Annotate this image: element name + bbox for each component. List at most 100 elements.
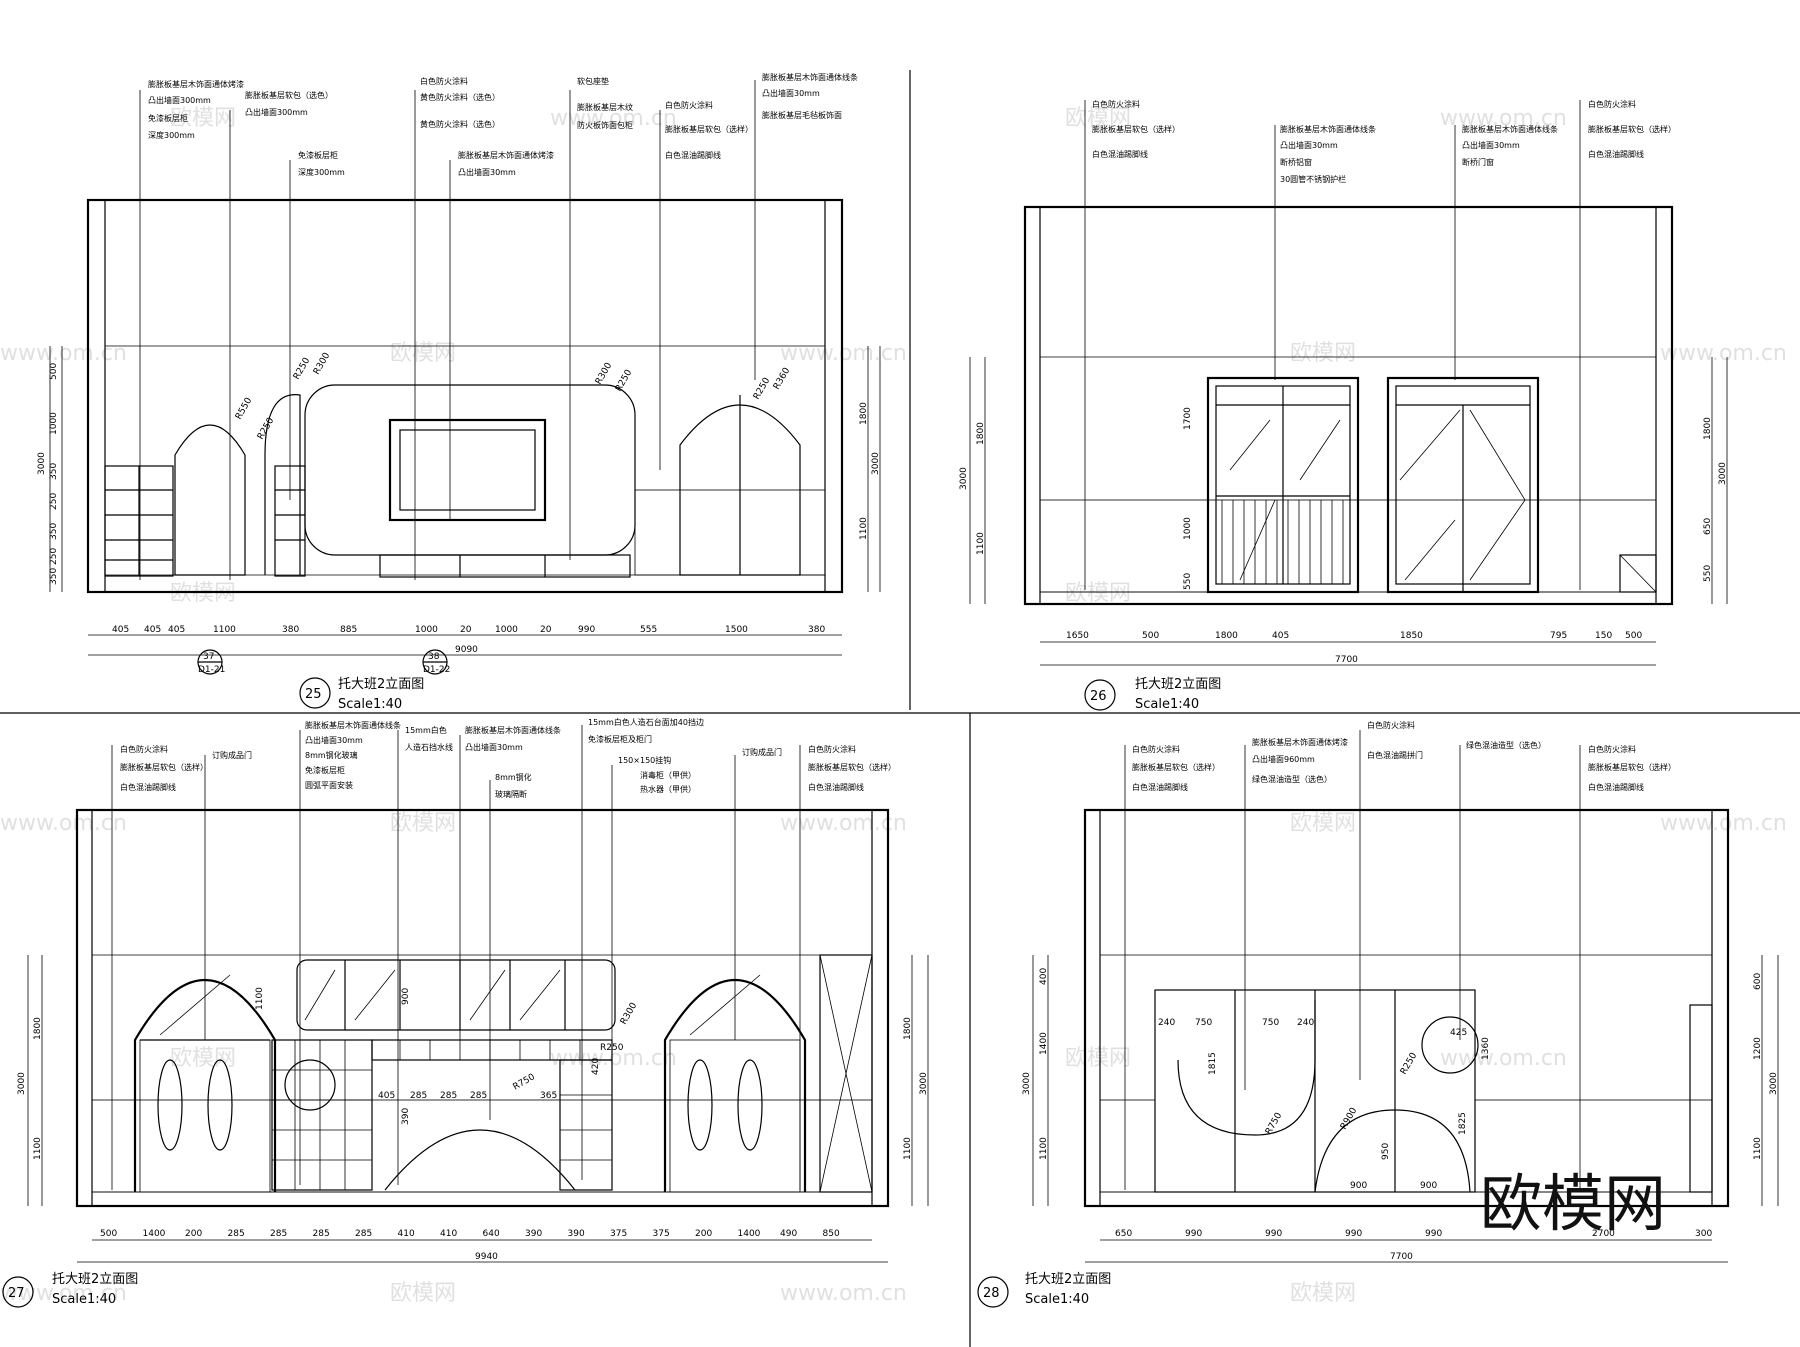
dimension-text: 405: [1272, 631, 1289, 641]
note: 白色防火涂料: [808, 744, 856, 754]
dimension-total: 9940: [475, 1252, 498, 1262]
dimension-text: 1000: [49, 412, 59, 435]
note: 膨胀板基层木饰面通体线条: [762, 72, 858, 82]
drawing-scale: Scale1:40: [1135, 697, 1199, 712]
note: 膨胀板基层软包（选样）: [1588, 124, 1676, 134]
callout-number: 37: [203, 652, 214, 662]
watermark-text: 欧模网: [1065, 106, 1131, 131]
double-door: [1386, 376, 1540, 594]
dimension-text: 3000: [959, 467, 969, 490]
drawing-number-circle: [977, 1276, 1009, 1308]
watermark-text: 欧模网: [390, 1281, 456, 1306]
dimension-text: 990: [1265, 1229, 1282, 1239]
dimension-text: 990: [1185, 1229, 1202, 1239]
note: 免漆板层柜: [148, 113, 188, 123]
watermark-text: 欧模网: [1065, 1046, 1131, 1071]
dimension-text: 3000: [919, 1072, 929, 1095]
note: 凸出墙面30mm: [458, 167, 516, 177]
watermark-url: www.om.cn: [780, 341, 907, 366]
dimension-text: 3000: [1022, 1072, 1032, 1095]
dimension-text: 250: [49, 493, 59, 510]
note: 绿色混油造型（选色）: [1466, 740, 1546, 750]
radius-label: R300: [619, 1001, 640, 1027]
note: 订购成品门: [212, 750, 252, 760]
note: 白色混油踢脚线: [1588, 782, 1644, 792]
dimension-text: 285: [228, 1229, 245, 1239]
dimension-text: 550: [1703, 565, 1713, 582]
watermark-text: 欧模网: [390, 341, 456, 366]
note: 免漆板层柜: [298, 150, 338, 160]
dimension-text: 1800: [903, 1017, 913, 1040]
watermark-url: www.om.cn: [1440, 106, 1567, 131]
dimension-text: 1800: [976, 422, 986, 445]
watermark-url: www.om.cn: [0, 1281, 127, 1306]
note: 免漆板层柜及柜门: [588, 734, 652, 744]
note: 白色混油踢脚线: [1588, 149, 1644, 159]
tv-screen: [399, 429, 536, 511]
note: 白色混油踢脚线: [808, 782, 864, 792]
radius-label: R750: [1264, 1111, 1285, 1137]
dimension-text: 420: [591, 1058, 601, 1075]
dimension-inner: 1100 900 390 420 405 285 285 285 365: [255, 987, 601, 1125]
drawing-scale: Scale1:40: [52, 1292, 116, 1307]
note: 消毒柜（甲供）: [640, 770, 696, 780]
dimension-text: 380: [282, 625, 299, 635]
watermark-url: www.om.cn: [1440, 1046, 1567, 1071]
leader-lines: [1084, 100, 1581, 590]
dimension-right: 1800 1100 3000: [903, 955, 929, 1206]
note: 凸出墙面30mm: [465, 742, 523, 752]
wall-outline: [1023, 205, 1674, 606]
drawing-title: 托大班2立面图: [1025, 1272, 1111, 1287]
note: 膨胀板基层软包（选样）: [1132, 762, 1220, 772]
dimension-text: 375: [653, 1229, 670, 1239]
note: 黄色防火涂料（选色）: [420, 92, 500, 102]
note: 膨胀板基层木饰面通体线条: [465, 725, 561, 735]
dimension-bottom: 1650 500 1800 405 1850 795 150 500 7700: [1040, 631, 1656, 666]
dimension-text: 1800: [33, 1017, 43, 1040]
watermark-text: 欧模网: [170, 1046, 236, 1071]
watermark-text: 欧模网: [1290, 1281, 1356, 1306]
radius-labels: R250 R300 R250 R300 R250 R360 R250 R550: [234, 351, 793, 442]
wainscot-hatch: [1039, 499, 1657, 593]
wainscot-hatch: [1099, 1099, 1156, 1193]
dimension-text: 240: [1158, 1018, 1175, 1028]
dimension-text: 900: [401, 988, 411, 1005]
dimension-text: 1100: [903, 1137, 913, 1160]
dimension-text: 1100: [1753, 1137, 1763, 1160]
dimension-text: 405: [378, 1091, 395, 1101]
dimension-text: 850: [823, 1229, 840, 1239]
note: 白色防火涂料: [1092, 99, 1140, 109]
dimension-text: 1000: [415, 625, 438, 635]
note: 深度300mm: [148, 130, 195, 140]
note: 膨胀板基层软包（选样）: [665, 124, 753, 134]
drawing-title: 托大班2立面图: [1135, 677, 1221, 692]
dimension-text: 350: [49, 463, 59, 480]
note: 膨胀板基层软包（选样）: [1588, 762, 1676, 772]
wall-outline: [86, 198, 844, 594]
radius-label: R250: [614, 368, 635, 394]
watermark-text: 欧模网: [170, 106, 236, 131]
tv-frame: [388, 418, 547, 522]
dimension-text: 250: [49, 548, 59, 565]
note: 白色防火涂料: [1132, 744, 1180, 754]
dimension-text: 285: [410, 1091, 427, 1101]
dimension-text: 405: [168, 625, 185, 635]
dimension-text: 500: [1142, 631, 1159, 641]
note: 软包座垫: [577, 76, 609, 86]
note: 膨胀板基层木饰面通体烤漆: [1252, 737, 1348, 747]
dimension-text: 240: [1297, 1018, 1314, 1028]
note: 凸出墙面960mm: [1252, 754, 1315, 764]
dimension-text: 500: [1625, 631, 1642, 641]
dimension-text: 1800: [1703, 417, 1713, 440]
dimension-text: 1100: [859, 517, 869, 540]
dimension-text: 390: [401, 1108, 411, 1125]
dimension-text: 650: [1703, 518, 1713, 535]
note: 凸出墙面300mm: [148, 95, 211, 105]
dimension-text: 900: [1350, 1181, 1367, 1191]
dimension-text: 1400: [143, 1229, 166, 1239]
note: 膨胀板基层木饰面通体线条: [1462, 124, 1558, 134]
callout-ref: D1-22: [423, 665, 450, 675]
dimension-text: 285: [355, 1229, 372, 1239]
note: 白色混油踢拼门: [1367, 750, 1423, 760]
dimension-text: 365: [540, 1091, 557, 1101]
